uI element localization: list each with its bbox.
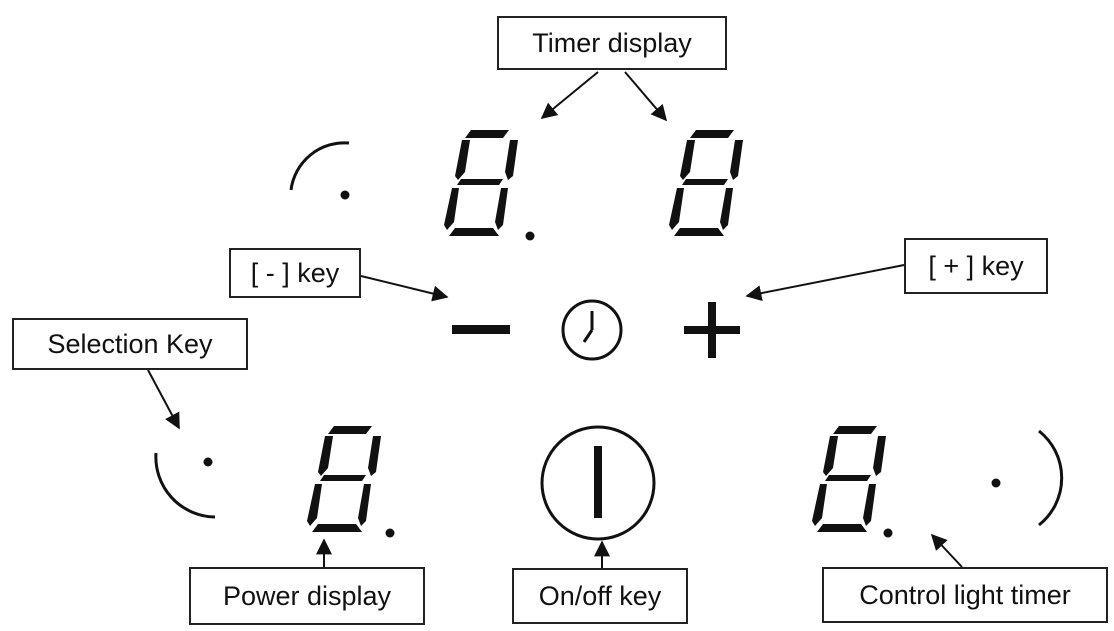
timer-decimal-point xyxy=(525,231,535,241)
clock-icon[interactable] xyxy=(561,299,623,361)
selection-key-arc-icon[interactable] xyxy=(154,452,216,519)
arrow-minus-key xyxy=(360,275,449,302)
label-minus-key: [ - ] key xyxy=(229,248,361,298)
selection-key-dot-icon xyxy=(203,457,213,467)
arrow-plus-key xyxy=(745,264,905,302)
power-display-digit xyxy=(307,426,381,532)
label-plus-key: [ + ] key xyxy=(904,238,1048,294)
arrow-timer-to-left-digit xyxy=(540,71,599,120)
dot-icon-top-left xyxy=(340,190,350,200)
control-light-timer-digit xyxy=(812,426,886,532)
dot-icon-right xyxy=(991,478,1001,488)
label-control-light-timer: Control light timer xyxy=(822,567,1108,623)
control-light-decimal-point xyxy=(883,528,893,538)
timer-digit-right xyxy=(669,130,743,236)
label-timer-display: Timer display xyxy=(497,16,727,70)
arrow-control-light-timer xyxy=(930,533,963,568)
timer-digit-left xyxy=(444,130,518,236)
label-power-display: Power display xyxy=(189,567,425,625)
arrow-timer-to-right-digit xyxy=(624,71,668,122)
arc-icon-right[interactable] xyxy=(1038,429,1064,527)
arc-icon-top-left xyxy=(289,141,350,191)
label-on-off-key: On/off key xyxy=(512,568,688,624)
power-icon[interactable] xyxy=(540,425,656,541)
minus-icon[interactable] xyxy=(452,325,510,334)
power-decimal-point xyxy=(385,528,395,538)
label-selection-key: Selection Key xyxy=(12,318,248,370)
plus-icon[interactable] xyxy=(684,302,740,358)
arrow-selection-key xyxy=(147,369,180,430)
